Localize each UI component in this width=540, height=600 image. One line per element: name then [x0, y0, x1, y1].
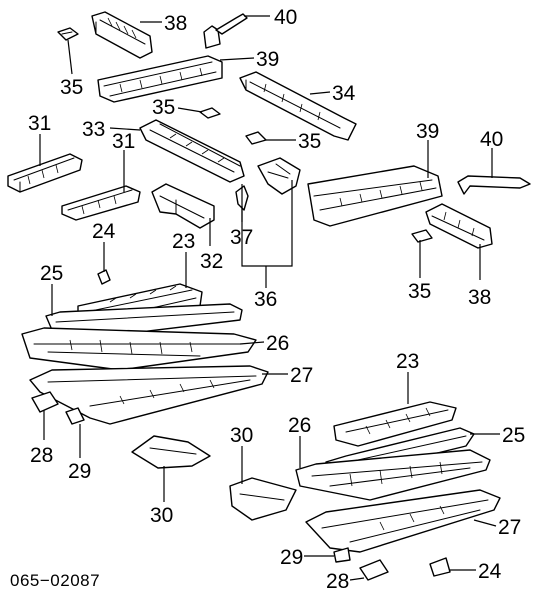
- part-35-bracket-d: [411, 229, 433, 243]
- callout-25-right: 25: [502, 424, 525, 447]
- callout-26-right: 26: [288, 414, 311, 437]
- leader-lines: [39, 15, 500, 581]
- part-24-plate-left: [97, 269, 111, 285]
- callout-39-top: 39: [256, 48, 279, 71]
- callout-37: 37: [230, 226, 253, 249]
- callout-35-upper: 35: [152, 96, 175, 119]
- callout-35-right: 35: [408, 280, 431, 303]
- part-28-block-left: [31, 391, 59, 413]
- diagram-code: 065−02087: [10, 571, 100, 590]
- callout-28-left: 28: [30, 444, 53, 467]
- callout-40-right: 40: [480, 128, 503, 151]
- part-34-rear-rail: [239, 71, 357, 141]
- part-33-center-floor: [139, 119, 245, 183]
- part-31-crossmember-left: [7, 153, 83, 193]
- callout-35-top-left: 35: [60, 76, 83, 99]
- part-38-crossmember-right: [425, 203, 493, 249]
- part-29-clip-bottom: [333, 547, 351, 563]
- part-36-bracket: [257, 157, 301, 195]
- callout-35-middle: 35: [298, 130, 321, 153]
- part-30-bracket-left: [131, 435, 211, 469]
- part-27-rocker-left: [29, 365, 269, 425]
- part-39-rail-right: [307, 165, 443, 227]
- part-35-bracket-c: [245, 131, 267, 145]
- callout-33: 33: [82, 118, 105, 141]
- part-32-bracket: [151, 183, 215, 229]
- callout-labels: 38 40 35 39 34 31 35 33 35 39 40 31 24 2…: [28, 6, 525, 593]
- part-31-crossmember-mid: [61, 185, 141, 221]
- callout-29-bottom: 29: [280, 546, 303, 569]
- part-35-bracket-b: [199, 107, 221, 119]
- callout-25-left: 25: [40, 262, 63, 285]
- part-38-crossmember-top: [91, 11, 153, 59]
- callout-38-top: 38: [164, 12, 187, 35]
- callout-27-right: 27: [498, 516, 521, 539]
- part-23-floor-panel-right: [333, 401, 457, 447]
- part-27-rocker-right: [305, 489, 501, 553]
- part-26-floor-pan-left: [21, 327, 257, 371]
- callout-29-left: 29: [68, 460, 91, 483]
- callout-26-left: 26: [266, 332, 289, 355]
- callout-34: 34: [332, 82, 356, 105]
- callout-39-right: 39: [416, 120, 439, 143]
- part-39-rail-top: [97, 55, 223, 103]
- callout-40-top: 40: [274, 6, 297, 29]
- part-28-block-bottom: [359, 559, 389, 581]
- callout-27-left: 27: [290, 364, 313, 387]
- part-24-plate-bottom: [429, 557, 451, 577]
- part-40-brace-top: [203, 13, 248, 49]
- callout-23-right: 23: [396, 350, 419, 373]
- callout-31-middle: 31: [112, 130, 135, 153]
- part-29-clip-left: [65, 407, 85, 425]
- part-40-bar-right: [457, 175, 531, 195]
- part-26-floor-pan-right: [295, 449, 491, 501]
- callout-30-right: 30: [230, 424, 253, 447]
- callout-24-left: 24: [92, 220, 116, 243]
- callout-36: 36: [254, 288, 277, 311]
- callout-28-bottom: 28: [326, 570, 349, 593]
- callout-31-left: 31: [28, 112, 51, 135]
- callout-23-left: 23: [172, 230, 195, 253]
- part-30-bracket-right: [229, 477, 297, 521]
- callout-32: 32: [200, 250, 223, 273]
- callout-30-left: 30: [150, 504, 173, 527]
- part-35-bracket-a: [57, 27, 79, 41]
- callout-24-bottom: 24: [478, 560, 502, 583]
- callout-38-right: 38: [468, 286, 491, 309]
